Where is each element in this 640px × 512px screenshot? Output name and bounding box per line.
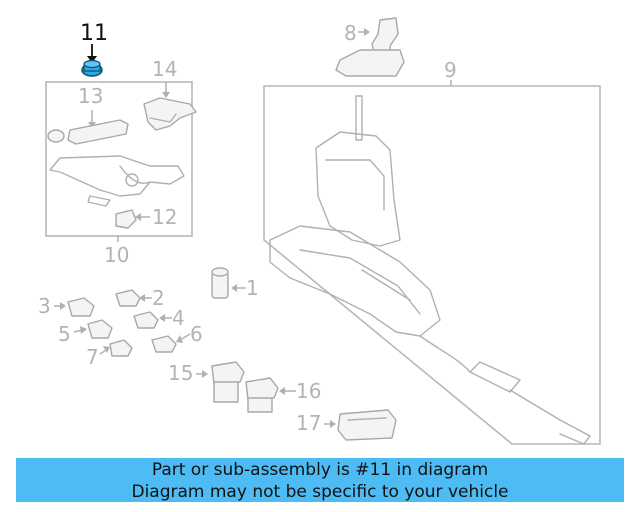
callout-4: 4 [172, 306, 185, 330]
part-16-switch[interactable] [245, 377, 279, 413]
callout-9: 9 [444, 58, 457, 82]
callout-14: 14 [152, 57, 177, 81]
part-9-shifter-assembly[interactable] [269, 95, 591, 445]
info-banner: Part or sub-assembly is #11 in diagram D… [16, 458, 624, 502]
callout-6: 6 [190, 322, 203, 346]
part-2-switch[interactable] [115, 289, 141, 307]
part-12-bracket[interactable] [115, 209, 137, 229]
callout-5: 5 [58, 322, 71, 346]
callout-17: 17 [296, 411, 321, 435]
callout-13: 13 [78, 84, 103, 108]
callout-3: 3 [38, 294, 51, 318]
callout-1: 1 [246, 276, 259, 300]
callout-8: 8 [344, 21, 357, 45]
part-15-switch[interactable] [211, 361, 245, 403]
assembly-box-9 [263, 85, 601, 445]
callout-16: 16 [296, 379, 321, 403]
callout-2: 2 [152, 286, 165, 310]
part-10-lever[interactable] [49, 155, 185, 207]
banner-line-1: Part or sub-assembly is #11 in diagram [151, 460, 489, 480]
part-4-switch[interactable] [133, 311, 159, 329]
assembly-box-10 [45, 81, 193, 237]
part-7-switch[interactable] [109, 339, 133, 357]
part-8-shift-knob[interactable] [335, 17, 405, 77]
callout-15: 15 [168, 361, 193, 385]
part-5-switch[interactable] [87, 319, 113, 339]
part-3-switch[interactable] [67, 297, 95, 317]
part-14-boot[interactable] [143, 97, 197, 131]
part-13-grip[interactable] [47, 119, 129, 145]
part-1-socket[interactable] [211, 267, 229, 299]
part-11-nut[interactable] [81, 59, 103, 77]
callout-7: 7 [86, 345, 99, 369]
callout-10: 10 [104, 243, 129, 267]
callout-12: 12 [152, 205, 177, 229]
part-17-module[interactable] [337, 409, 397, 441]
part-6-switch[interactable] [151, 335, 177, 353]
banner-line-2: Diagram may not be specific to your vehi… [131, 482, 509, 502]
callout-11: 11 [80, 21, 108, 46]
